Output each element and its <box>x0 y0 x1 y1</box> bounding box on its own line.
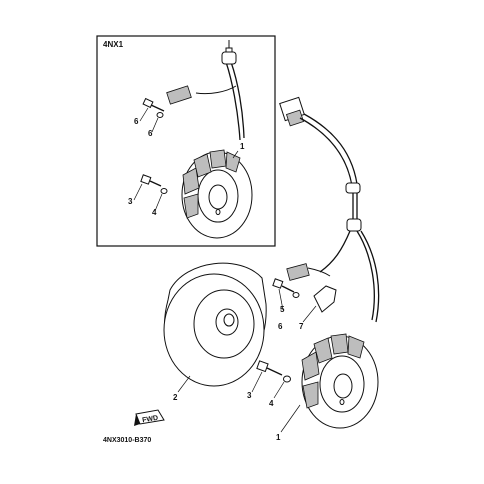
fwd-text: FWD <box>142 415 159 425</box>
wire-clamp <box>302 285 337 323</box>
main-callout-3: 3 <box>247 391 252 400</box>
inset-label: 4NX1 <box>103 40 124 49</box>
main-callout-6: 6 <box>278 322 283 331</box>
inset-callout-4: 4 <box>152 208 157 217</box>
main-callout-5: 5 <box>280 305 285 314</box>
inset-callout-5: 6 <box>134 117 139 126</box>
fwd-arrow-badge: FWD <box>134 409 165 426</box>
main-callout-2: 2 <box>173 393 178 402</box>
rotor <box>163 262 267 387</box>
main-washer-6 <box>292 292 300 298</box>
main-callout-1: 1 <box>276 433 281 442</box>
diagram-code: 4NX3010-B370 <box>103 437 151 444</box>
main-washer-4 <box>283 375 291 383</box>
main-callout-7: 7 <box>299 322 304 331</box>
inset-harness <box>166 40 245 141</box>
inset-box: 4NX1 <box>96 35 276 247</box>
inset-callout-1: 1 <box>240 142 245 151</box>
main-screw-5 <box>272 278 295 293</box>
wire-harness <box>279 96 380 323</box>
main-bolt-3 <box>256 360 283 376</box>
inset-screw-5 <box>142 97 165 112</box>
main-callout-4: 4 <box>269 399 274 408</box>
main-stator <box>301 333 379 429</box>
inset-washer-4 <box>160 188 168 194</box>
inset-callout-6: 6 <box>148 129 153 138</box>
inset-stator <box>181 149 253 239</box>
inset-bolt-3 <box>140 174 162 187</box>
inset-callout-3: 3 <box>128 197 133 206</box>
inset-washer-6 <box>156 112 164 118</box>
